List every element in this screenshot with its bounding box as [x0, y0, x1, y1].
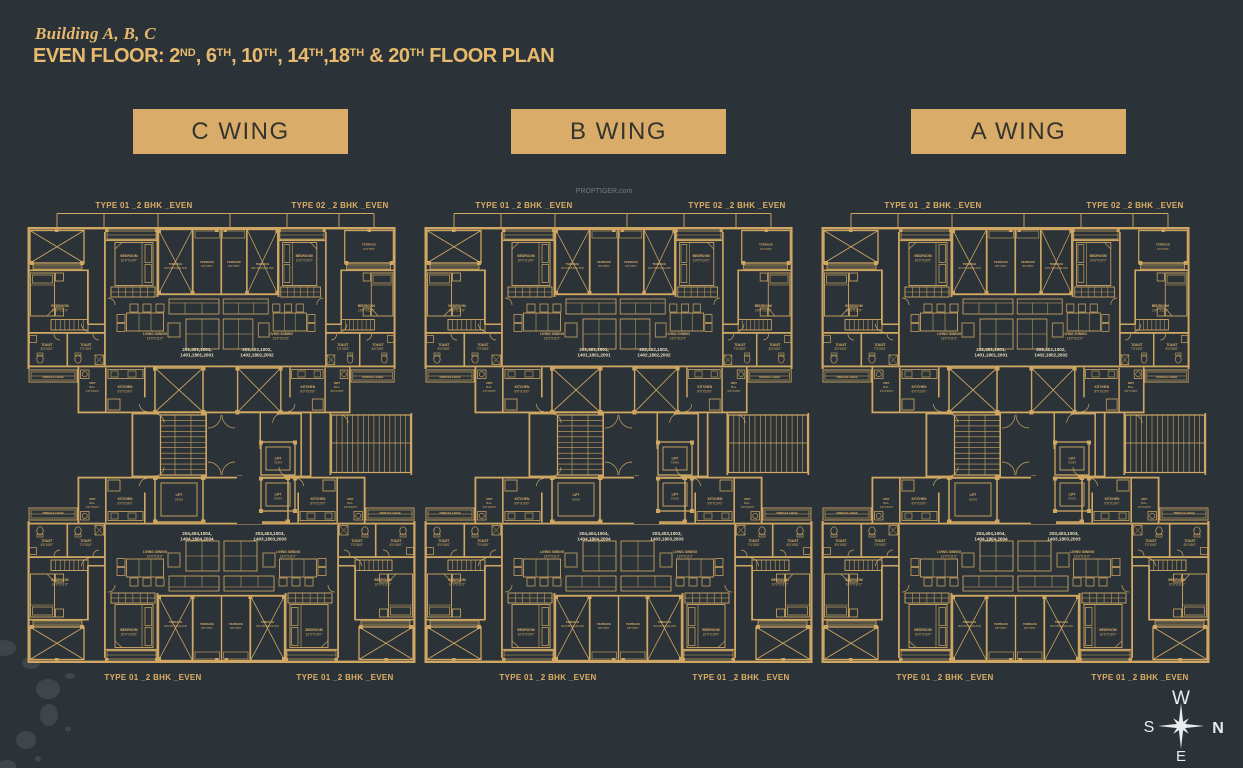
- svg-text:N: N: [1212, 720, 1224, 737]
- svg-text:E: E: [1176, 748, 1186, 765]
- svg-text:TYPE 01 _2 BHK _EVEN: TYPE 01 _2 BHK _EVEN: [95, 201, 192, 210]
- svg-text:TYPE 01 _2 BHK _EVEN: TYPE 01 _2 BHK _EVEN: [692, 673, 789, 682]
- svg-text:TYPE 02 _2 BHK _EVEN: TYPE 02 _2 BHK _EVEN: [1086, 201, 1183, 210]
- svg-text:TYPE 01 _2 BHK _EVEN: TYPE 01 _2 BHK _EVEN: [296, 673, 393, 682]
- svg-text:TYPE 01 _2 BHK _EVEN: TYPE 01 _2 BHK _EVEN: [1091, 673, 1188, 682]
- svg-text:TYPE 01 _2 BHK _EVEN: TYPE 01 _2 BHK _EVEN: [104, 673, 201, 682]
- svg-text:PROPTIGER.com: PROPTIGER.com: [576, 188, 633, 195]
- svg-text:TYPE 01 _2 BHK _EVEN: TYPE 01 _2 BHK _EVEN: [896, 673, 993, 682]
- svg-text:TYPE 02 _2 BHK _EVEN: TYPE 02 _2 BHK _EVEN: [291, 201, 388, 210]
- svg-text:S: S: [1144, 719, 1155, 736]
- svg-text:TYPE 01 _2 BHK _EVEN: TYPE 01 _2 BHK _EVEN: [499, 673, 596, 682]
- svg-text:TYPE 01 _2 BHK _EVEN: TYPE 01 _2 BHK _EVEN: [884, 201, 981, 210]
- svg-text:W: W: [1172, 688, 1190, 709]
- svg-text:TYPE 01 _2 BHK _EVEN: TYPE 01 _2 BHK _EVEN: [475, 201, 572, 210]
- svg-text:TYPE 02 _2 BHK _EVEN: TYPE 02 _2 BHK _EVEN: [688, 201, 785, 210]
